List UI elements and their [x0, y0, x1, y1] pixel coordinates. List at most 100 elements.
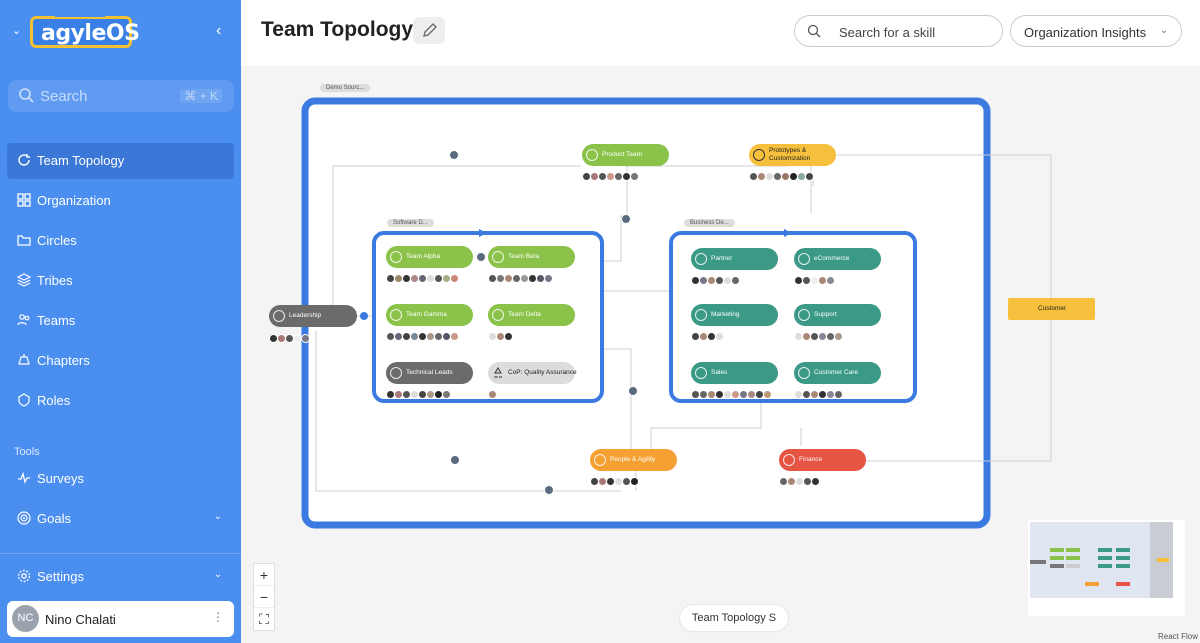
sidebar-item-surveys[interactable]: Surveys	[7, 461, 234, 497]
node-ring-icon	[492, 309, 504, 321]
minimap-preview	[1030, 522, 1173, 598]
node-label: Marketing	[711, 311, 740, 318]
sidebar-item-label: Tribes	[37, 273, 73, 288]
sidebar-item-label: Team Topology	[37, 153, 125, 168]
node-prototypes[interactable]: Prototypes &Customization	[749, 144, 836, 166]
business-group-frame	[669, 231, 917, 403]
member-avatars	[749, 168, 814, 181]
topology-canvas[interactable]: Demo Sourc... Software D... Business De.…	[241, 66, 1200, 643]
organization-insights-dropdown[interactable]: Organization Insights ⌄	[1010, 15, 1182, 47]
group-tag-software[interactable]: Software D...	[387, 219, 434, 227]
connector-avatar[interactable]	[449, 150, 459, 160]
connector-avatar[interactable]	[476, 252, 486, 262]
node-cop-quality-assurance[interactable]: CoP: Quality Assurance	[488, 362, 577, 384]
node-label: Team Beta	[508, 253, 540, 260]
node-label: Technical Leads	[406, 369, 453, 376]
node-label: eCommerce	[814, 255, 850, 262]
node-ring-icon	[273, 310, 285, 322]
zoom-in-button[interactable]: +	[254, 564, 274, 586]
node-ring-icon	[753, 149, 765, 161]
node-ring-icon	[586, 149, 598, 161]
member-avatars	[488, 270, 553, 283]
folder-icon	[17, 235, 31, 246]
sidebar-item-teams[interactable]: Teams	[7, 303, 234, 339]
node-label: Leadership	[289, 312, 322, 319]
view-name-pill[interactable]: Team Topology S	[680, 605, 788, 631]
node-customer-care[interactable]: Customer Care	[794, 362, 881, 384]
node-ring-icon	[798, 309, 810, 321]
node-finance[interactable]: Finance	[779, 449, 866, 471]
node-product-team[interactable]: Product Team	[582, 144, 669, 166]
gear-icon	[17, 569, 31, 583]
node-label-line-2: Customization	[769, 154, 811, 162]
sidebar-divider	[0, 553, 241, 554]
node-label: Support	[814, 311, 837, 318]
sidebar-item-team-topology[interactable]: Team Topology	[7, 143, 234, 179]
member-avatars	[269, 330, 310, 343]
node-team-beta[interactable]: Team Beta	[488, 246, 575, 268]
target-icon	[17, 511, 31, 525]
connector-avatar[interactable]	[628, 386, 638, 396]
sidebar-item-label: Circles	[37, 233, 77, 248]
minimap[interactable]	[1028, 520, 1185, 616]
sidebar-item-roles[interactable]: Roles	[7, 383, 234, 419]
logo[interactable]: agyleOS	[30, 14, 140, 48]
node-team-gamma[interactable]: Team Gamma	[386, 304, 473, 326]
node-label: CoP: Quality Assurance	[508, 369, 577, 376]
node-customer[interactable]: Customer	[1008, 298, 1095, 320]
member-avatars	[794, 272, 835, 285]
fit-view-button[interactable]: ⛶	[259, 611, 269, 627]
node-technical-leads[interactable]: Technical Leads	[386, 362, 473, 384]
recycle-icon	[494, 367, 502, 378]
skill-search-input[interactable]: Search for a skill	[794, 15, 1003, 47]
member-avatars	[779, 473, 820, 486]
member-avatars	[582, 168, 639, 181]
connector-avatar[interactable]	[621, 214, 631, 224]
sidebar-item-label: Organization	[37, 193, 111, 208]
sidebar-item-settings[interactable]: Settings ⌄	[7, 559, 234, 595]
sidebar-item-organization[interactable]: Organization	[7, 183, 234, 219]
search-icon	[807, 24, 821, 38]
header: Team Topology Search for a skill Organiz…	[241, 0, 1200, 66]
user-card[interactable]: NC Nino Chalati ⋮	[7, 601, 234, 637]
node-partner[interactable]: Partner	[691, 248, 778, 270]
sidebar-item-tribes[interactable]: Tribes	[7, 263, 234, 299]
layers-icon	[17, 273, 31, 287]
group-tag-demo[interactable]: Demo Sourc...	[320, 84, 371, 92]
node-support[interactable]: Support	[794, 304, 881, 326]
member-avatars	[691, 272, 740, 285]
node-leadership[interactable]: Leadership	[269, 305, 357, 327]
more-vertical-icon[interactable]: ⋮	[212, 610, 224, 624]
sidebar: ⌄ agyleOS ‹ Search ⌘ + K Team Topology O…	[0, 0, 241, 643]
connector-avatar[interactable]	[450, 455, 460, 465]
node-label: Finance	[799, 456, 823, 463]
node-team-delta[interactable]: Team Delta	[488, 304, 575, 326]
sidebar-item-circles[interactable]: Circles	[7, 223, 234, 259]
node-ecommerce[interactable]: eCommerce	[794, 248, 881, 270]
sidebar-search[interactable]: Search ⌘ + K	[8, 80, 234, 112]
member-avatars	[794, 328, 843, 341]
node-label: Customer	[1038, 305, 1067, 312]
workspace-chevron-icon[interactable]: ⌄	[12, 25, 22, 37]
edit-button[interactable]	[413, 17, 445, 44]
collapse-sidebar-icon[interactable]: ‹	[216, 22, 222, 39]
node-label: Sales	[711, 369, 728, 376]
node-marketing[interactable]: Marketing	[691, 304, 778, 326]
insights-label: Organization Insights	[1024, 25, 1147, 40]
sidebar-item-goals[interactable]: Goals ⌄	[7, 501, 234, 537]
zoom-out-button[interactable]: −	[254, 586, 274, 608]
node-ring-icon	[695, 367, 707, 379]
node-team-alpha[interactable]: Team Alpha	[386, 246, 473, 268]
chevron-down-icon: ⌄	[213, 569, 222, 580]
node-people-agility[interactable]: People & Agility	[590, 449, 677, 471]
tools-section-label: Tools	[14, 446, 40, 458]
stack-icon	[18, 354, 30, 365]
group-tag-business[interactable]: Business De...	[684, 219, 735, 227]
node-label: People & Agility	[610, 456, 656, 463]
react-flow-attribution[interactable]: React Flow	[1157, 632, 1198, 641]
chevron-down-icon: ⌄	[1159, 25, 1168, 36]
node-label: Team Alpha	[406, 253, 440, 260]
node-sales[interactable]: Sales	[691, 362, 778, 384]
sidebar-item-chapters[interactable]: Chapters	[7, 343, 234, 379]
connector-avatar[interactable]	[544, 485, 554, 495]
